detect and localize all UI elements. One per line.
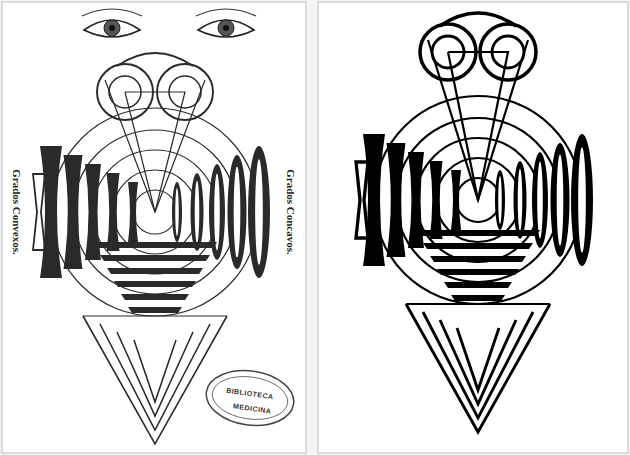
eyebrow [196,9,256,16]
lens-highlight [255,159,263,265]
convex-lens [571,134,593,266]
concave-lens [107,173,120,251]
library-stamp [203,365,298,431]
lens-highlight [234,166,241,257]
concave-lens [363,134,385,266]
outer-lens [33,174,45,250]
convex-lens [172,182,182,242]
cone-triangle [134,340,176,402]
lens-highlight [557,154,564,245]
graduated-band [93,242,217,248]
side-caption: Grados Convexos. [11,169,23,255]
convex-lens [514,161,527,239]
pupil [223,25,229,31]
graduated-band [128,307,182,313]
convex-lens [495,170,505,230]
cone-triangle [117,332,193,416]
lens-highlight [578,147,586,253]
concave-lens [430,161,443,239]
graduated-band [100,255,210,261]
convex-lens [191,173,204,251]
lens-highlight [195,181,200,243]
graduated-band [121,294,189,300]
graduated-band [114,281,196,287]
cone-triangle [406,304,550,432]
cone-triangle [457,328,499,390]
lens-highlight [537,162,543,239]
outer-lens [356,162,368,238]
side-caption: Grados Concavos. [285,169,297,255]
eyes [82,9,256,37]
lens-highlight [498,176,502,224]
concave-lens [451,170,461,230]
convex-lens [228,155,247,269]
eye [198,20,254,37]
graduated-band [430,256,526,262]
cone-top [406,303,550,305]
concave-lens [40,146,62,278]
graduated-band [444,282,512,288]
convex-lens [551,143,570,257]
sight-line [428,40,528,200]
concave-lens [64,155,83,269]
graduated-band [423,243,533,249]
concave-lens [128,182,138,242]
library-stamp-inner [209,372,290,424]
left-panel [2,2,306,453]
sight-line [105,80,205,212]
convex-lens [248,146,270,278]
lens-highlight [175,188,179,236]
pupil [109,25,115,31]
cone-top [83,315,227,316]
redrawn-figure [356,13,593,432]
cone-triangle [100,324,210,430]
iris [218,20,234,36]
cone-triangle [440,320,516,404]
graduated-band [437,269,519,275]
engraved-figure [33,53,270,444]
right-panel [318,2,628,453]
iris [104,20,120,36]
concave-lens [387,143,406,257]
eyebrow [82,9,142,16]
graduated-band [451,295,505,301]
lens-highlight [518,169,523,231]
cone-triangle [423,312,533,418]
graduated-band [107,268,203,274]
lens-highlight [214,174,220,251]
graduated-band [416,230,540,236]
cone-triangle [83,316,227,444]
eye [84,20,140,37]
